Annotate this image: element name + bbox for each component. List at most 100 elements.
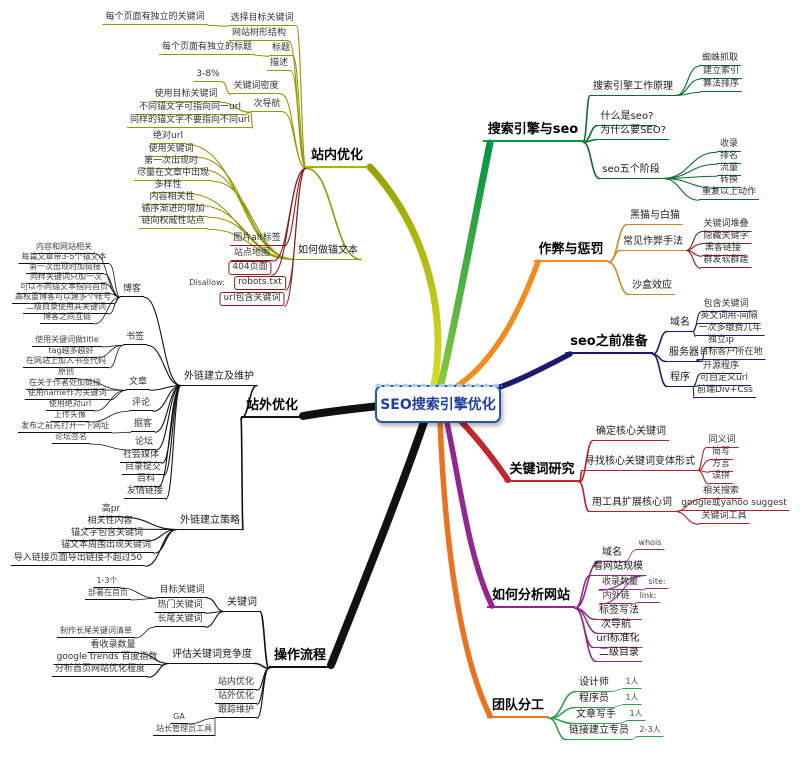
node-r1[interactable]: 1人: [622, 677, 642, 689]
node-xuanze[interactable]: 选择目标关键词: [227, 13, 297, 27]
node-bushu[interactable]: 部署在首页: [85, 588, 131, 600]
node-daoru[interactable]: 导入链接页面导出链接不超过50: [10, 553, 146, 567]
node-kaiyuan[interactable]: 开源程序: [699, 361, 743, 375]
node-ga[interactable]: GA: [170, 712, 188, 724]
node-ss[interactable]: 搜索引擎与seo: [482, 122, 584, 143]
node-jinliang[interactable]: 尽量在文章中出现: [133, 168, 213, 182]
node-nr5[interactable]: 可以不同锚文本指向首页: [17, 282, 111, 294]
node-wz2[interactable]: 在关于作者处加链接: [26, 378, 104, 390]
node-mbkw[interactable]: 目标关键词: [156, 585, 208, 599]
node-tongyi[interactable]: 同义词: [705, 435, 739, 449]
node-wuge[interactable]: seo五个阶段: [599, 164, 663, 179]
node-alt[interactable]: 图片alt标签: [230, 233, 284, 247]
node-robots[interactable]: robots.txt: [234, 276, 286, 291]
node-cxy[interactable]: 程序员: [576, 693, 612, 708]
node-wupin[interactable]: 误拼: [708, 471, 734, 485]
node-zhizhu[interactable]: 蜘蛛抓取: [698, 53, 742, 67]
node-sq1[interactable]: 使用关键词做title: [32, 335, 102, 347]
node-zhuanhuan[interactable]: 转换: [716, 175, 742, 189]
node-remen[interactable]: 热门关键词: [154, 600, 206, 614]
node-chongfu[interactable]: 重复以上动作: [698, 187, 760, 201]
node-midu[interactable]: 关键词密度: [230, 81, 282, 95]
node-kansl[interactable]: 看收录数量: [87, 640, 139, 654]
node-neirong[interactable]: 内容相关性: [146, 192, 198, 206]
node-baike[interactable]: 百科: [133, 474, 159, 488]
node-cd2[interactable]: 次导航: [598, 619, 634, 634]
node-weihu[interactable]: 外链建立及维护: [181, 371, 257, 386]
node-nr3[interactable]: 第一次出现时加链接: [26, 262, 104, 274]
node-shuqian[interactable]: 书签: [122, 332, 148, 346]
node-luntan[interactable]: 论坛: [131, 437, 157, 451]
node-biaoti[interactable]: 标题: [268, 43, 294, 57]
node-zhb[interactable]: seo之前准备: [565, 334, 653, 355]
node-chx[interactable]: 程序: [667, 372, 693, 387]
node-wenzhang[interactable]: 文章: [125, 377, 151, 391]
node-yincang[interactable]: 隐藏关键字: [700, 231, 752, 245]
node-sanba[interactable]: 3-8%: [193, 69, 223, 83]
node-pinglun[interactable]: 评论: [128, 398, 154, 412]
node-gaopr[interactable]: 高pr: [98, 504, 124, 518]
node-sheji[interactable]: 设计师: [576, 677, 612, 692]
node-fwq[interactable]: 服务器: [666, 347, 702, 362]
node-dulip[interactable]: 独立ip: [704, 335, 738, 349]
node-heimao[interactable]: 黑猫与白猫: [627, 210, 683, 225]
node-cidao[interactable]: 次导航: [250, 99, 284, 113]
node-duidie[interactable]: 关键词堆叠: [700, 219, 752, 233]
node-hexin[interactable]: 确定核心关键词: [593, 426, 669, 441]
node-guimo[interactable]: 看网站规模: [590, 561, 646, 576]
central-topic[interactable]: SEO搜索引擎优化: [374, 378, 502, 423]
node-nr6[interactable]: 高权重博客可以建多个帐号: [12, 292, 114, 304]
node-kw[interactable]: 关键词: [224, 597, 260, 612]
node-fangyan[interactable]: 方言: [708, 459, 734, 473]
node-slsl[interactable]: 收录数量: [598, 577, 642, 591]
node-cz[interactable]: 操作流程: [268, 648, 332, 669]
node-gtrends[interactable]: google trends 百度指数: [53, 652, 161, 666]
node-wzxs[interactable]: 文章写手: [573, 709, 619, 724]
node-mbkh[interactable]: 目标客户所在地: [696, 347, 766, 361]
node-r3[interactable]: 1人: [626, 709, 646, 721]
node-td[interactable]: 团队分工: [486, 698, 550, 719]
node-sq3[interactable]: 在网站上加入书签代码: [23, 356, 109, 368]
node-lianxiang[interactable]: 链向权威性站点: [138, 216, 208, 230]
node-shi_mb[interactable]: 使用目标关键词: [151, 89, 221, 103]
node-ym2[interactable]: 域名: [599, 547, 625, 562]
node-wz1[interactable]: 原创: [55, 367, 77, 379]
node-siteq[interactable]: site:: [645, 577, 669, 589]
node-nr8[interactable]: 博客之间互链: [40, 312, 94, 324]
node-fx[interactable]: 如何分析网站: [486, 588, 576, 609]
node-r2[interactable]: 1人: [622, 693, 642, 705]
node-zw[interactable]: 站外优化: [240, 398, 304, 419]
node-xunxu[interactable]: 循序渐进的增加: [138, 204, 208, 218]
node-erji[interactable]: 二级目录: [596, 647, 642, 662]
node-boke[interactable]: 博客: [119, 284, 145, 298]
node-sq2[interactable]: tag越多越好: [45, 346, 97, 358]
node-maowen[interactable]: 如何做锚文本: [295, 245, 361, 260]
node-yige[interactable]: 1-3个: [93, 576, 121, 588]
node-ym1[interactable]: 域名: [667, 317, 693, 332]
node-juedui[interactable]: 绝对url: [150, 131, 186, 145]
node-genzong[interactable]: 跟踪维护: [214, 705, 258, 719]
node-shy_kw[interactable]: 使用关键词: [145, 144, 197, 158]
node-wz3[interactable]: 使用name作为关键词: [24, 388, 110, 400]
node-gjkz[interactable]: 用工具扩展核心词: [589, 497, 675, 512]
node-duoyang[interactable]: 多样性: [151, 180, 185, 194]
node-linkq[interactable]: link:: [636, 591, 660, 603]
node-liuliang[interactable]: 流量: [716, 163, 742, 177]
node-nr2[interactable]: 每篇文章带3-5个锚文本: [18, 252, 110, 264]
node-changjian[interactable]: 常见作弊手法: [620, 236, 686, 251]
node-mulutj[interactable]: 目录提交: [121, 462, 165, 476]
node-urlbz[interactable]: url标准化: [593, 633, 643, 648]
node-jk1[interactable]: 发布之前先打开一下网址: [18, 421, 112, 433]
node-ljzy[interactable]: 链接建立专员: [566, 725, 632, 740]
node-kwtool[interactable]: 关键词工具: [698, 511, 750, 525]
node-xgss[interactable]: 相关搜索: [699, 486, 743, 500]
node-juke[interactable]: 掘客: [130, 419, 156, 433]
node-yici[interactable]: 一次多缴费几年: [695, 323, 765, 337]
node-e404[interactable]: 404页面: [228, 261, 272, 276]
node-shahe[interactable]: 沙盒效应: [629, 280, 675, 295]
node-r4[interactable]: 2-3人: [636, 725, 664, 737]
node-mwkw[interactable]: 锚文字包含关键词: [67, 528, 147, 542]
node-qianduan[interactable]: 前端Div+Css: [694, 385, 756, 399]
node-qunfa[interactable]: 群发软群建: [700, 255, 752, 269]
node-gsuggest[interactable]: google或yahoo suggest: [678, 498, 790, 512]
